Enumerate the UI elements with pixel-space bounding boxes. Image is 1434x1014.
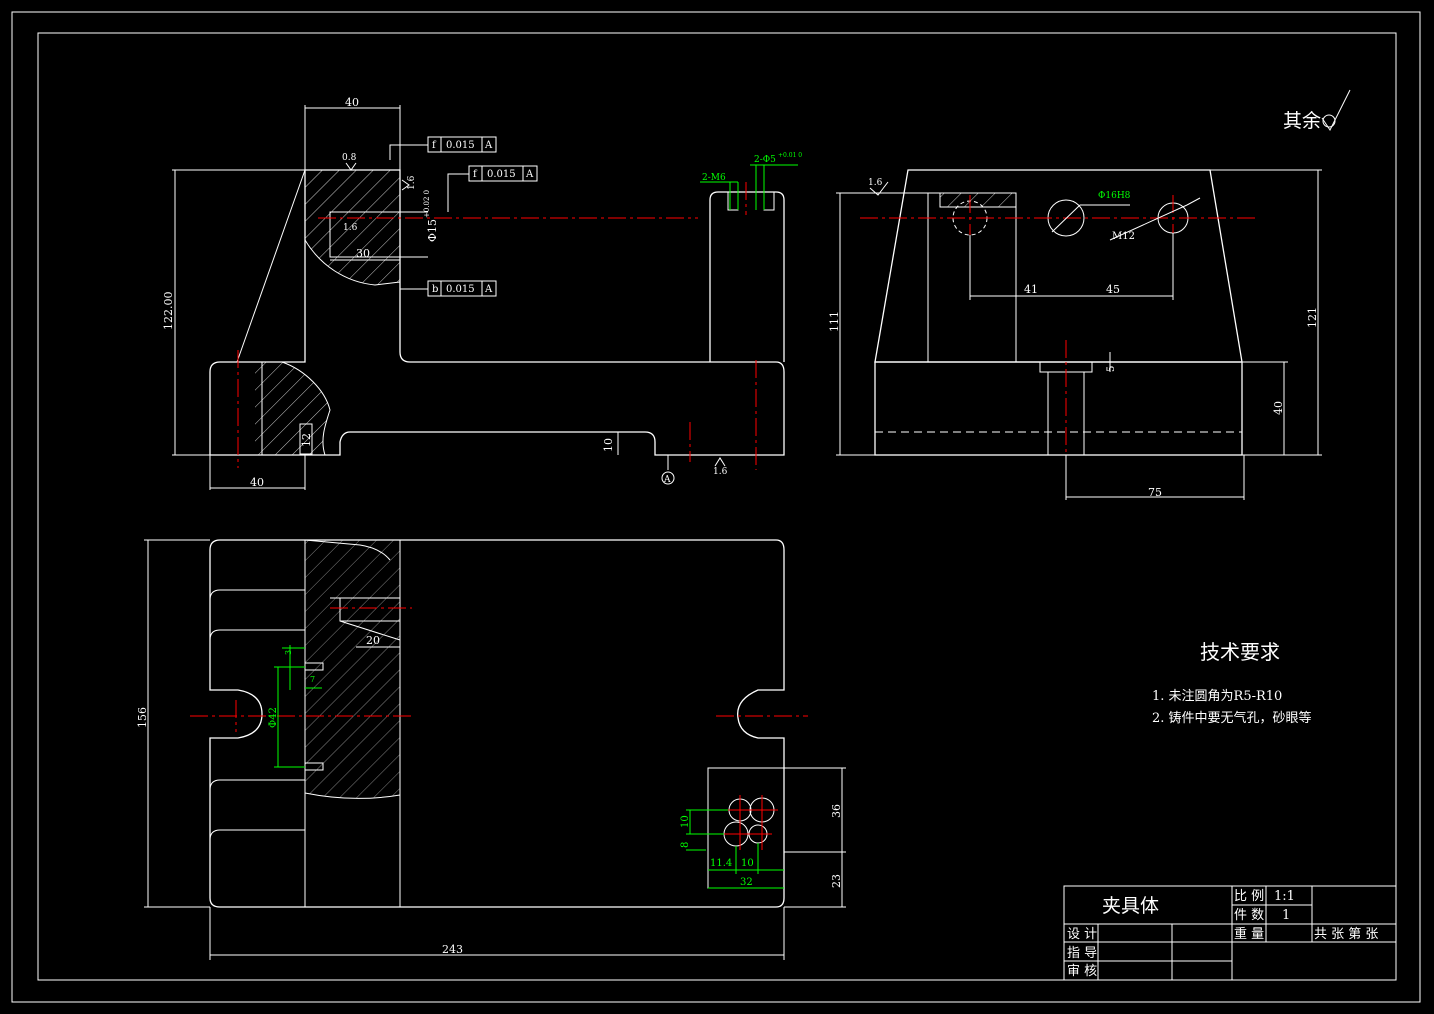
front-rough-08: 0.8 xyxy=(342,153,357,163)
title-block-weight-label: 重 量 xyxy=(1234,926,1264,942)
top-dim-20: 20 xyxy=(366,634,380,647)
tolerance-frame-2: f 0.015 A xyxy=(447,165,538,212)
datum-label: A xyxy=(663,475,671,485)
datum-circle xyxy=(661,471,675,485)
side-hatch xyxy=(940,193,1016,207)
tech-item-2: 2. 铸件中要无气孔，砂眼等 xyxy=(1152,710,1312,726)
top-green-7: 7 xyxy=(310,675,315,684)
front-rough-16c: 1.6 xyxy=(713,467,728,477)
side-green-phi16: Φ16H8 xyxy=(1098,191,1131,201)
front-green-m6: 2-M6 xyxy=(702,173,726,183)
title-block-qty-label: 件 数 xyxy=(1234,908,1264,923)
tolerance-frame-3: b 0.015 A xyxy=(400,280,497,297)
top-green-8: 8 xyxy=(680,842,691,848)
front-rough-16b: 1.6 xyxy=(343,223,358,233)
title-block-guide: 指 导 xyxy=(1067,946,1097,961)
front-dim-hole: Φ15 xyxy=(426,219,439,242)
side-dim-121: 121 xyxy=(1306,307,1319,328)
front-dim-bottom: 40 xyxy=(250,476,264,489)
side-m12: M12 xyxy=(1112,231,1135,242)
top-green-32: 32 xyxy=(740,877,753,888)
front-view: 40 122.00 40 30 Φ15 +0.02 0 12 10 0.8 1.… xyxy=(162,96,802,490)
top-green-3: 3 xyxy=(284,650,293,655)
front-dim-top: 40 xyxy=(345,96,359,109)
tol1-sym: f xyxy=(432,140,437,151)
side-dim-75: 75 xyxy=(1148,486,1162,499)
side-view: Φ16H8 M12 1.6 111 121 41 45 40 5 75 xyxy=(828,169,1322,500)
front-green-phi5: 2-Φ5 xyxy=(754,155,776,165)
front-rough-16a: 1.6 xyxy=(407,175,417,190)
title-block-qty-value: 1 xyxy=(1282,908,1290,923)
side-dim-5: 5 xyxy=(1106,366,1117,372)
technical-requirements: 技术要求 1. 未注圆角为R5-R10 2. 铸件中要无气孔，砂眼等 xyxy=(1152,640,1312,726)
tolerance-frame-1: f 0.015 A xyxy=(389,136,497,160)
front-hatch-bottom xyxy=(255,362,330,455)
tech-item-1: 1. 未注圆角为R5-R10 xyxy=(1152,689,1282,704)
outer-frame xyxy=(11,11,1421,1003)
title-block: 夹具体 比 例 1:1 件 数 1 重 量 共 张 第 张 设 计 指 导 审 … xyxy=(1063,885,1397,981)
title-block-name: 夹具体 xyxy=(1102,895,1159,917)
top-green-10: 10 xyxy=(680,815,691,828)
tech-title: 技术要求 xyxy=(1200,640,1280,664)
top-green-114: 11.4 xyxy=(710,858,732,869)
front-green-tol: +0.01 0 xyxy=(778,152,802,159)
surface-note-text: 其余 xyxy=(1283,110,1321,132)
surface-roughness-note: 其余 xyxy=(1283,89,1351,132)
tol3-sym: b xyxy=(432,284,438,295)
title-block-design: 设 计 xyxy=(1067,927,1097,942)
roughness-symbol-icon xyxy=(1321,89,1351,131)
top-green-phi42: Φ42 xyxy=(268,707,279,728)
front-outline xyxy=(209,169,785,456)
top-view: 156 243 20 36 23 Φ42 3 7 10 8 11.4 10 xyxy=(136,539,846,960)
tol2-sym: f xyxy=(473,169,478,180)
tol1-ref: A xyxy=(484,140,493,151)
tol2-ref: A xyxy=(525,169,534,180)
side-rough-16: 1.6 xyxy=(868,178,883,188)
side-dim-40: 40 xyxy=(1272,401,1285,415)
front-dim-10: 10 xyxy=(602,438,615,452)
title-block-sheets: 共 张 第 张 xyxy=(1314,927,1378,942)
front-dim-hole-tol: +0.02 0 xyxy=(423,190,431,218)
top-hatch xyxy=(305,540,400,799)
top-dim-243: 243 xyxy=(442,943,463,956)
side-dim-45: 45 xyxy=(1106,283,1120,296)
front-dim-height: 122.00 xyxy=(162,292,175,331)
front-hatch-top xyxy=(305,170,400,285)
tol3-ref: A xyxy=(484,284,493,295)
title-block-scale-value: 1:1 xyxy=(1274,889,1295,904)
side-dim-111: 111 xyxy=(828,311,841,332)
side-dim-41: 41 xyxy=(1024,283,1038,296)
tol1-val: 0.015 xyxy=(446,140,475,151)
title-block-scale-label: 比 例 xyxy=(1234,889,1264,904)
top-dim-36: 36 xyxy=(830,804,843,818)
inner-frame xyxy=(37,32,1397,981)
front-dim-slot: 30 xyxy=(356,247,370,260)
title-block-review: 审 核 xyxy=(1067,964,1097,979)
top-dim-23: 23 xyxy=(830,874,843,888)
front-dim-12: 12 xyxy=(300,433,313,447)
tol3-val: 0.015 xyxy=(446,284,475,295)
tol2-val: 0.015 xyxy=(487,169,516,180)
top-dim-156: 156 xyxy=(136,707,149,728)
top-green-10b: 10 xyxy=(741,858,754,869)
